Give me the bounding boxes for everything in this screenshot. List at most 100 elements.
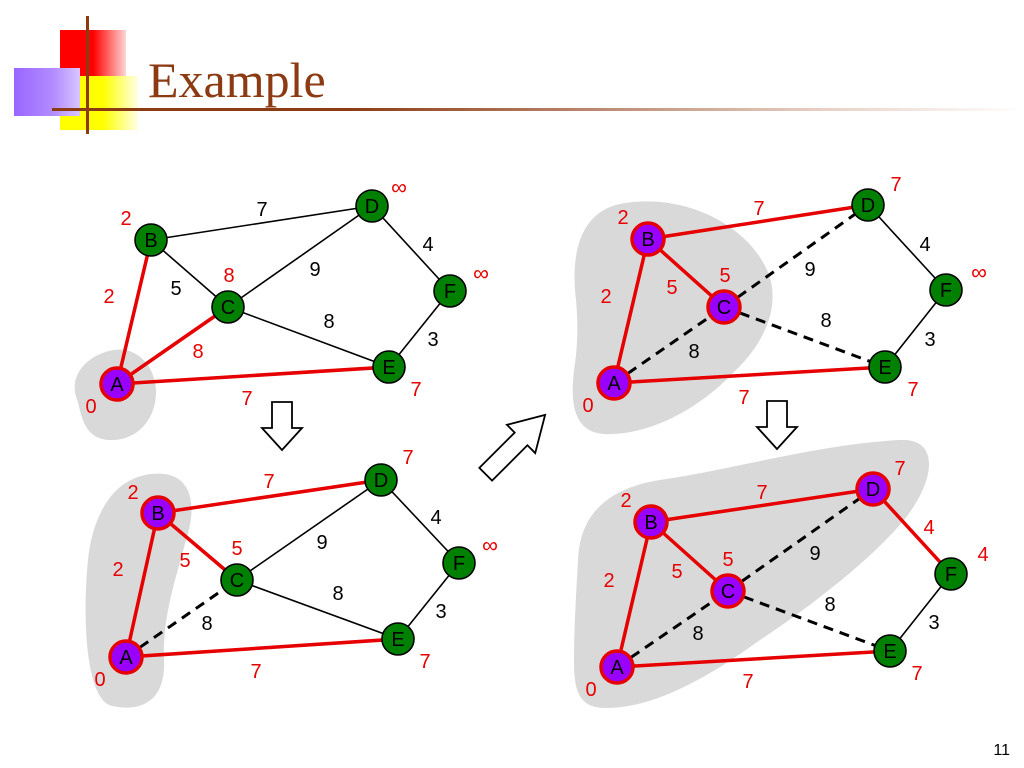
node-label-C: C <box>221 297 235 319</box>
edge-weight-CE: 8 <box>820 310 831 332</box>
edge-weight-CE: 8 <box>323 311 334 333</box>
node-label-A: A <box>610 657 624 679</box>
edge-weight-EF: 3 <box>928 612 939 634</box>
edge-weight-AC: 8 <box>201 613 212 635</box>
edge-weight-AC: 8 <box>692 623 703 645</box>
edge-weight-AE: 7 <box>241 388 252 410</box>
edge-weight-CD: 9 <box>309 259 320 281</box>
edge-CE <box>727 589 891 653</box>
edge-weight-EF: 3 <box>427 329 438 351</box>
node-label-F: F <box>940 280 952 302</box>
edge-CD <box>723 203 869 309</box>
node-F <box>934 557 968 591</box>
node-C <box>706 289 742 325</box>
node-B <box>630 221 666 257</box>
distance-label-B: 2 <box>120 208 131 230</box>
node-label-D: D <box>365 196 379 218</box>
edge-weight-DF: 4 <box>430 507 441 529</box>
edge-AC <box>613 305 725 385</box>
edge-BD <box>157 478 382 515</box>
edge-weight-CE: 8 <box>824 594 835 616</box>
node-E <box>381 622 415 656</box>
node-C <box>220 563 254 597</box>
node-label-D: D <box>374 470 388 492</box>
edge-weight-BD: 7 <box>256 199 267 221</box>
distance-label-C: 8 <box>223 265 234 287</box>
node-label-A: A <box>110 374 124 396</box>
edge-weight-AE: 7 <box>742 671 753 693</box>
edge-AC <box>616 589 729 669</box>
distance-label-F: ∞ <box>473 261 489 286</box>
node-F <box>929 273 963 307</box>
distance-label-E: 7 <box>419 651 430 673</box>
edge-weight-CD: 9 <box>316 532 327 554</box>
edge-BC <box>150 239 229 308</box>
title-decoration <box>0 0 140 140</box>
edge-DF <box>871 487 953 576</box>
edge-weight-EF: 3 <box>924 329 935 351</box>
edge-AE <box>616 649 891 669</box>
node-label-F: F <box>945 564 957 586</box>
node-label-E: E <box>391 629 404 651</box>
edge-AB <box>615 521 653 668</box>
edge-weight-AB: 2 <box>103 286 114 308</box>
edge-AB <box>115 239 153 385</box>
node-C <box>710 573 746 609</box>
edge-AC <box>125 578 238 659</box>
node-label-B: B <box>644 512 657 534</box>
edge-weight-AC: 8 <box>192 341 203 363</box>
node-label-B: B <box>151 503 164 525</box>
node-label-F: F <box>444 281 456 303</box>
edge-weight-AE: 7 <box>738 387 749 409</box>
node-F <box>442 546 476 580</box>
edge-weight-BD: 7 <box>263 471 274 493</box>
hollow-arrow-down-icon <box>259 401 305 452</box>
node-B <box>633 504 669 540</box>
node-C <box>211 290 245 324</box>
node-label-A: A <box>607 373 621 395</box>
node-A <box>108 639 144 675</box>
edge-BD <box>150 205 373 241</box>
edge-BD <box>650 487 874 524</box>
edge-weight-BC: 5 <box>170 278 181 300</box>
node-label-E: E <box>382 357 395 379</box>
distance-label-A: 0 <box>582 395 593 417</box>
distance-label-E: 7 <box>911 663 922 685</box>
distance-label-E: 7 <box>907 379 918 401</box>
edge-weight-CE: 8 <box>332 583 343 605</box>
node-label-B: B <box>641 229 654 251</box>
node-F <box>433 274 467 308</box>
node-label-C: C <box>230 570 244 592</box>
edge-weight-AB: 2 <box>112 559 123 581</box>
edge-weight-DF: 4 <box>923 517 934 539</box>
edge-weight-DF: 4 <box>422 234 433 256</box>
distance-label-C: 5 <box>231 538 242 560</box>
node-D <box>855 471 891 507</box>
edge-weight-EF: 3 <box>435 601 446 623</box>
edge-CD <box>727 487 874 593</box>
node-D <box>364 463 398 497</box>
distance-label-E: 7 <box>410 379 421 401</box>
node-E <box>868 350 902 384</box>
node-label-D: D <box>866 479 880 501</box>
edge-AE <box>125 637 399 659</box>
node-label-C: C <box>721 581 735 603</box>
edge-weight-BC: 5 <box>671 561 682 583</box>
page-number: 11 <box>993 742 1010 759</box>
node-B <box>140 495 176 531</box>
edge-CE <box>227 306 390 368</box>
edge-AE <box>613 365 886 385</box>
distance-label-D: ∞ <box>391 175 407 200</box>
node-label-B: B <box>144 230 157 252</box>
distance-label-A: 0 <box>85 396 96 418</box>
edge-AC <box>116 305 229 386</box>
edge-weight-CD: 9 <box>809 543 820 565</box>
distance-label-D: 7 <box>894 458 905 480</box>
distance-label-B: 2 <box>620 490 631 512</box>
node-label-E: E <box>878 357 891 379</box>
edge-weight-AC: 8 <box>688 341 699 363</box>
